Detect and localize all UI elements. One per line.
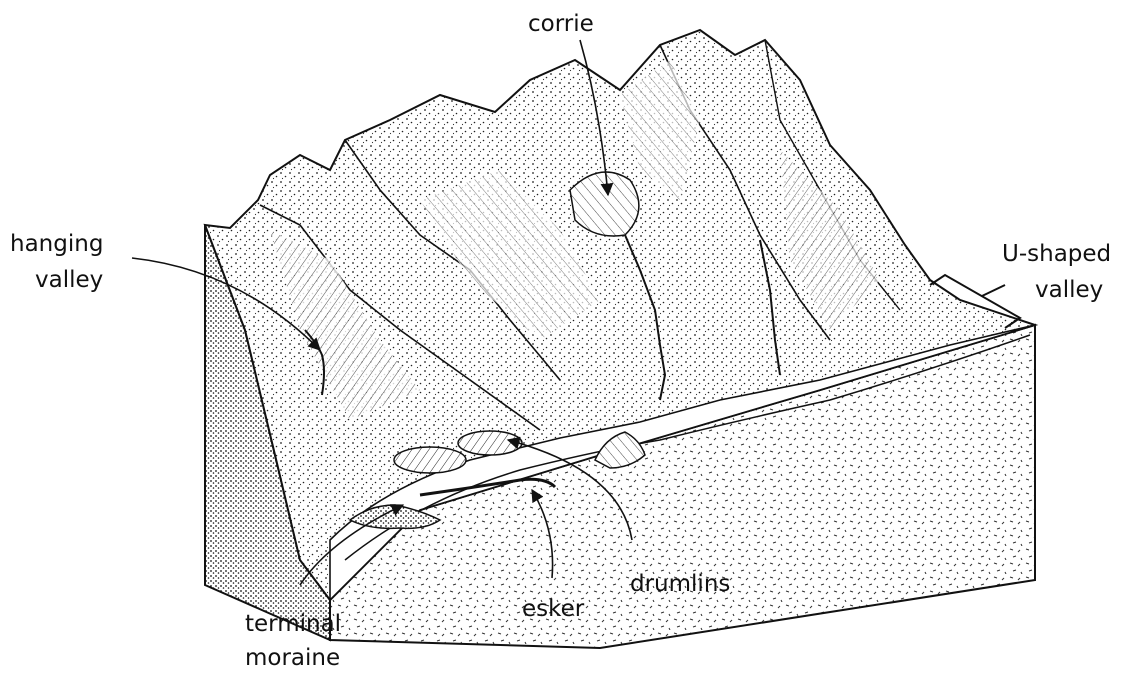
terminal-moraine-label-line1: terminal	[245, 610, 341, 638]
u-shaped-valley-label-line1: U-shaped	[1002, 240, 1111, 268]
corrie-label: corrie	[528, 10, 594, 38]
u-shaped-valley-label-line2: valley	[1035, 276, 1103, 304]
drumlin	[458, 431, 522, 455]
hanging-valley-label-line1: hanging	[10, 230, 103, 258]
u-shaped-valley-bracket-tick	[982, 285, 1005, 296]
drumlin	[394, 447, 466, 473]
terminal-moraine-label-line2: moraine	[245, 644, 340, 672]
hanging-valley-label-line2: valley	[35, 266, 103, 294]
drumlins-label: drumlins	[630, 570, 730, 598]
esker-label: esker	[522, 595, 584, 623]
